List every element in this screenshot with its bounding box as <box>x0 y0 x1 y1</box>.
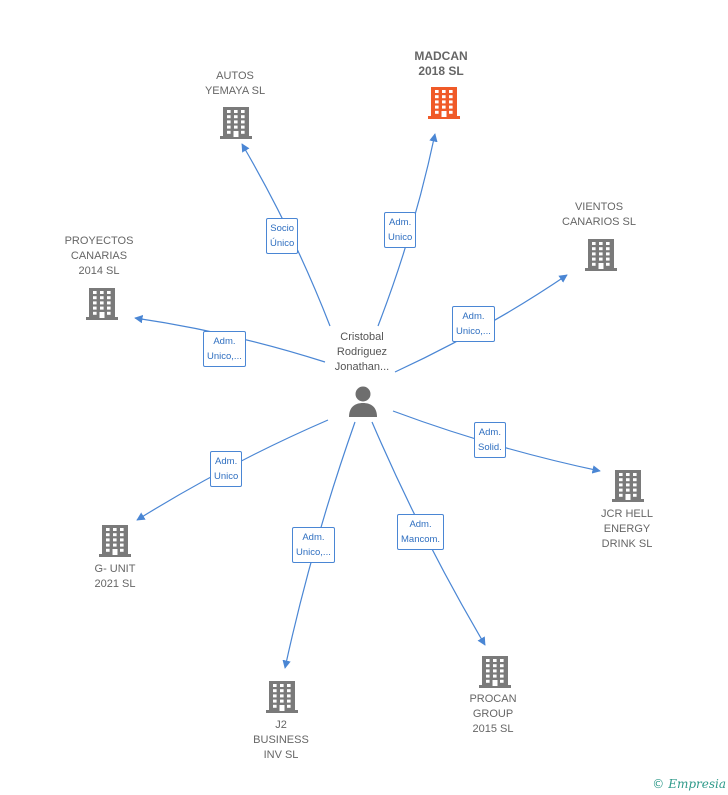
building-icon[interactable] <box>84 285 120 321</box>
company-label-procan-group[interactable]: PROCAN GROUP 2015 SL <box>469 693 517 735</box>
relation-label-g-unit-2021: Adm. Unico <box>210 451 243 487</box>
company-label-g-unit-2021[interactable]: G- UNIT 2021 SL <box>94 563 136 590</box>
relation-label-jcr-hell: Adm. Solid. <box>474 422 506 458</box>
building-icon[interactable] <box>426 84 462 120</box>
relation-label-autos-yemaya: Socio Único <box>266 218 299 254</box>
building-icon[interactable] <box>477 653 513 689</box>
brand-name: Empresia <box>668 777 726 791</box>
center-person-name[interactable]: Cristobal Rodriguez Jonathan... <box>334 331 390 373</box>
relation-label-madcan-2018: Adm. Unico <box>384 212 417 248</box>
building-icon[interactable] <box>264 678 300 714</box>
company-label-autos-yemaya[interactable]: AUTOS YEMAYA SL <box>204 70 266 97</box>
footer-brand: ©Empresia <box>652 777 726 791</box>
company-label-jcr-hell[interactable]: JCR HELL ENERGY DRINK SL <box>601 508 653 550</box>
company-label-vientos-canarios[interactable]: VIENTOS CANARIOS SL <box>562 201 636 228</box>
relation-label-proyectos-canarias: Adm. Unico,... <box>203 331 246 367</box>
building-icon[interactable] <box>610 467 646 503</box>
company-label-proyectos-canarias[interactable]: PROYECTOS CANARIAS 2014 SL <box>64 235 134 277</box>
building-icon[interactable] <box>583 236 619 272</box>
building-icon[interactable] <box>218 104 254 140</box>
company-label-j2-business[interactable]: J2 BUSINESS INV SL <box>253 719 309 761</box>
copyright-icon: © <box>652 777 665 791</box>
building-icon[interactable] <box>97 522 133 558</box>
company-label-madcan-2018[interactable]: MADCAN 2018 SL <box>414 49 468 78</box>
person-icon[interactable] <box>345 383 381 419</box>
relation-label-procan-group: Adm. Mancom. <box>397 514 445 550</box>
relation-label-j2-business: Adm. Unico,... <box>292 527 335 563</box>
relation-label-vientos-canarios: Adm. Unico,... <box>452 306 495 342</box>
